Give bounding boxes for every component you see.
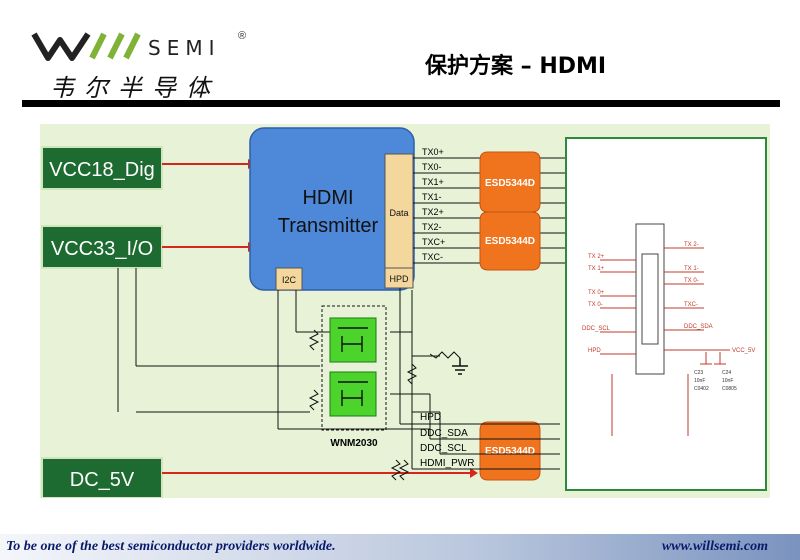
conn-left-pin-6: HPD (588, 348, 601, 354)
company-logo: SEMI ® 韦尔半导体 (30, 28, 260, 102)
vcc18-label: VCC18_Dig (49, 159, 155, 181)
tx-label-1: TX0- (422, 162, 442, 172)
cap-2-ref: C24 (722, 370, 731, 376)
conn-left-pin-5: DDC_SCL (582, 326, 611, 332)
ground-symbol (452, 358, 468, 375)
logo-w-mark (31, 32, 141, 61)
data-port-box (384, 153, 414, 287)
level-shifter-label: WNM2030 (330, 438, 378, 449)
conn-left-pin-2: TX 1+ (588, 266, 605, 272)
vcc33-source: VCC33_I/O (41, 225, 163, 269)
i2c-port-box (275, 267, 303, 291)
hdmi-transmitter: HDMI Transmitter Data HPD I2C (249, 127, 415, 291)
conn-left-pin-3: TX 0+ (588, 290, 605, 296)
level-shifter-wiring (117, 268, 560, 470)
esd-chip-2-label: ESD5344D (485, 236, 535, 247)
tx-label-5: TX2- (422, 222, 442, 232)
resistors (308, 329, 461, 481)
tx-label-3: TX1- (422, 192, 442, 202)
i2c-port-label: I2C (282, 275, 297, 285)
tx-label-2: TX1+ (422, 177, 444, 187)
connector-body (635, 223, 665, 375)
tx-label-6: TXC+ (422, 237, 445, 247)
conn-right-pin-1: TX 2- (684, 242, 699, 248)
cap-1-value: 10nF (694, 378, 705, 384)
cap-1-ref: C23 (694, 370, 703, 376)
conn-right-pin-2: TX 1- (684, 266, 699, 272)
cap-2-value: 10nF (722, 378, 733, 384)
bottom-signal-scl: DDC_SCL (420, 443, 467, 454)
mosfet-1 (329, 317, 377, 363)
conn-right-pin-3: TX 0- (684, 278, 699, 284)
hdmi-connector-schematic: TX 2+ TX 1+ TX 0+ TX 0- DDC_SCL HPD TX 2… (565, 137, 767, 491)
conn-right-pin-4: TXC- (684, 302, 698, 308)
bottom-signal-pwr: HDMI_PWR (420, 458, 474, 469)
slide-title: 保护方案 – HDMI (425, 54, 607, 79)
mosfet-2 (329, 371, 377, 417)
vcc33-label: VCC33_I/O (51, 238, 153, 260)
esd-chip-2: ESD5344D (479, 211, 541, 271)
tx-label-7: TXC- (422, 252, 443, 262)
conn-right-pin-6: VCC_5V (732, 348, 755, 354)
dc5v-source: DC_5V (41, 457, 163, 498)
bottom-signal-sda: DDC_SDA (420, 428, 468, 439)
hdmi-protection-diagram: VCC18_Dig VCC33_I/O DC_5V HDMI Transmitt… (40, 124, 770, 498)
esd-chip-1: ESD5344D (479, 151, 541, 213)
vcc18-source: VCC18_Dig (41, 146, 163, 190)
footer-url: www.willsemi.com (661, 539, 768, 554)
conn-left-pin-4: TX 0- (588, 302, 603, 308)
esd-chip-1-label: ESD5344D (485, 178, 535, 189)
logo-brand-text: SEMI (148, 36, 221, 60)
cap-2-package: C0805 (722, 386, 737, 392)
tx-label-4: TX2+ (422, 207, 444, 217)
connector-pin-traces (600, 247, 730, 436)
footer-slogan: To be one of the best semiconductor prov… (6, 539, 336, 554)
esd-chip-3-label: ESD5344D (485, 446, 535, 457)
tx-label-0: TX0+ (422, 147, 444, 157)
data-port-label: Data (389, 208, 408, 218)
conn-right-pin-5: DDC_SDA (684, 324, 713, 330)
bottom-signal-hpd: HPD (420, 412, 441, 423)
level-shifter: WNM2030 (321, 305, 387, 449)
cap-1-package: C0402 (694, 386, 709, 392)
footer-bar: To be one of the best semiconductor prov… (0, 534, 800, 560)
logo-chinese-name: 韦尔半导体 (50, 74, 220, 102)
hpd-port-label: HPD (389, 274, 409, 284)
title-divider (22, 100, 780, 107)
conn-left-pin-1: TX 2+ (588, 254, 605, 260)
transmitter-title: HDMI (302, 187, 353, 209)
hpd-port-box (384, 267, 414, 289)
esd-chip-3: ESD5344D (479, 421, 541, 481)
dc5v-label: DC_5V (70, 469, 135, 491)
dc5v-arrowhead (470, 468, 478, 478)
transmitter-subtitle: Transmitter (278, 215, 379, 237)
registered-mark: ® (238, 30, 247, 42)
